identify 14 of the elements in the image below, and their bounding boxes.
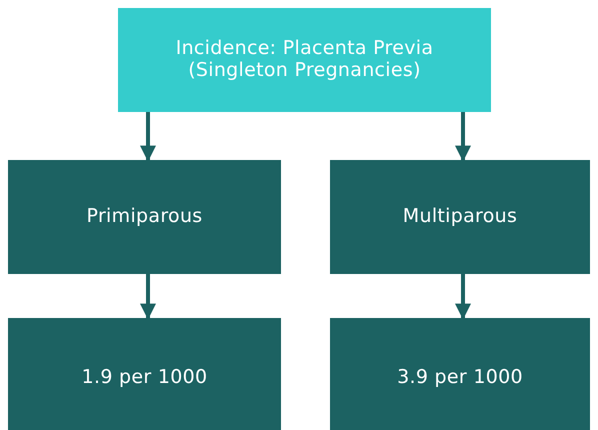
result-box xyxy=(330,318,590,430)
title-box xyxy=(118,8,491,112)
category-box xyxy=(330,160,590,274)
box-label: Multiparous xyxy=(402,205,518,228)
arrow xyxy=(455,112,471,162)
result-box xyxy=(8,318,281,430)
arrow xyxy=(140,274,156,320)
title-text: Incidence: Placenta Previa (Singleton Pregnancies) xyxy=(176,37,434,81)
category-box xyxy=(8,160,281,274)
box-label: 3.9 per 1000 xyxy=(397,366,523,388)
box-label: 1.9 per 1000 xyxy=(82,366,208,388)
box-label: Primiparous xyxy=(86,205,202,228)
arrow xyxy=(140,112,156,162)
arrow xyxy=(455,274,471,320)
